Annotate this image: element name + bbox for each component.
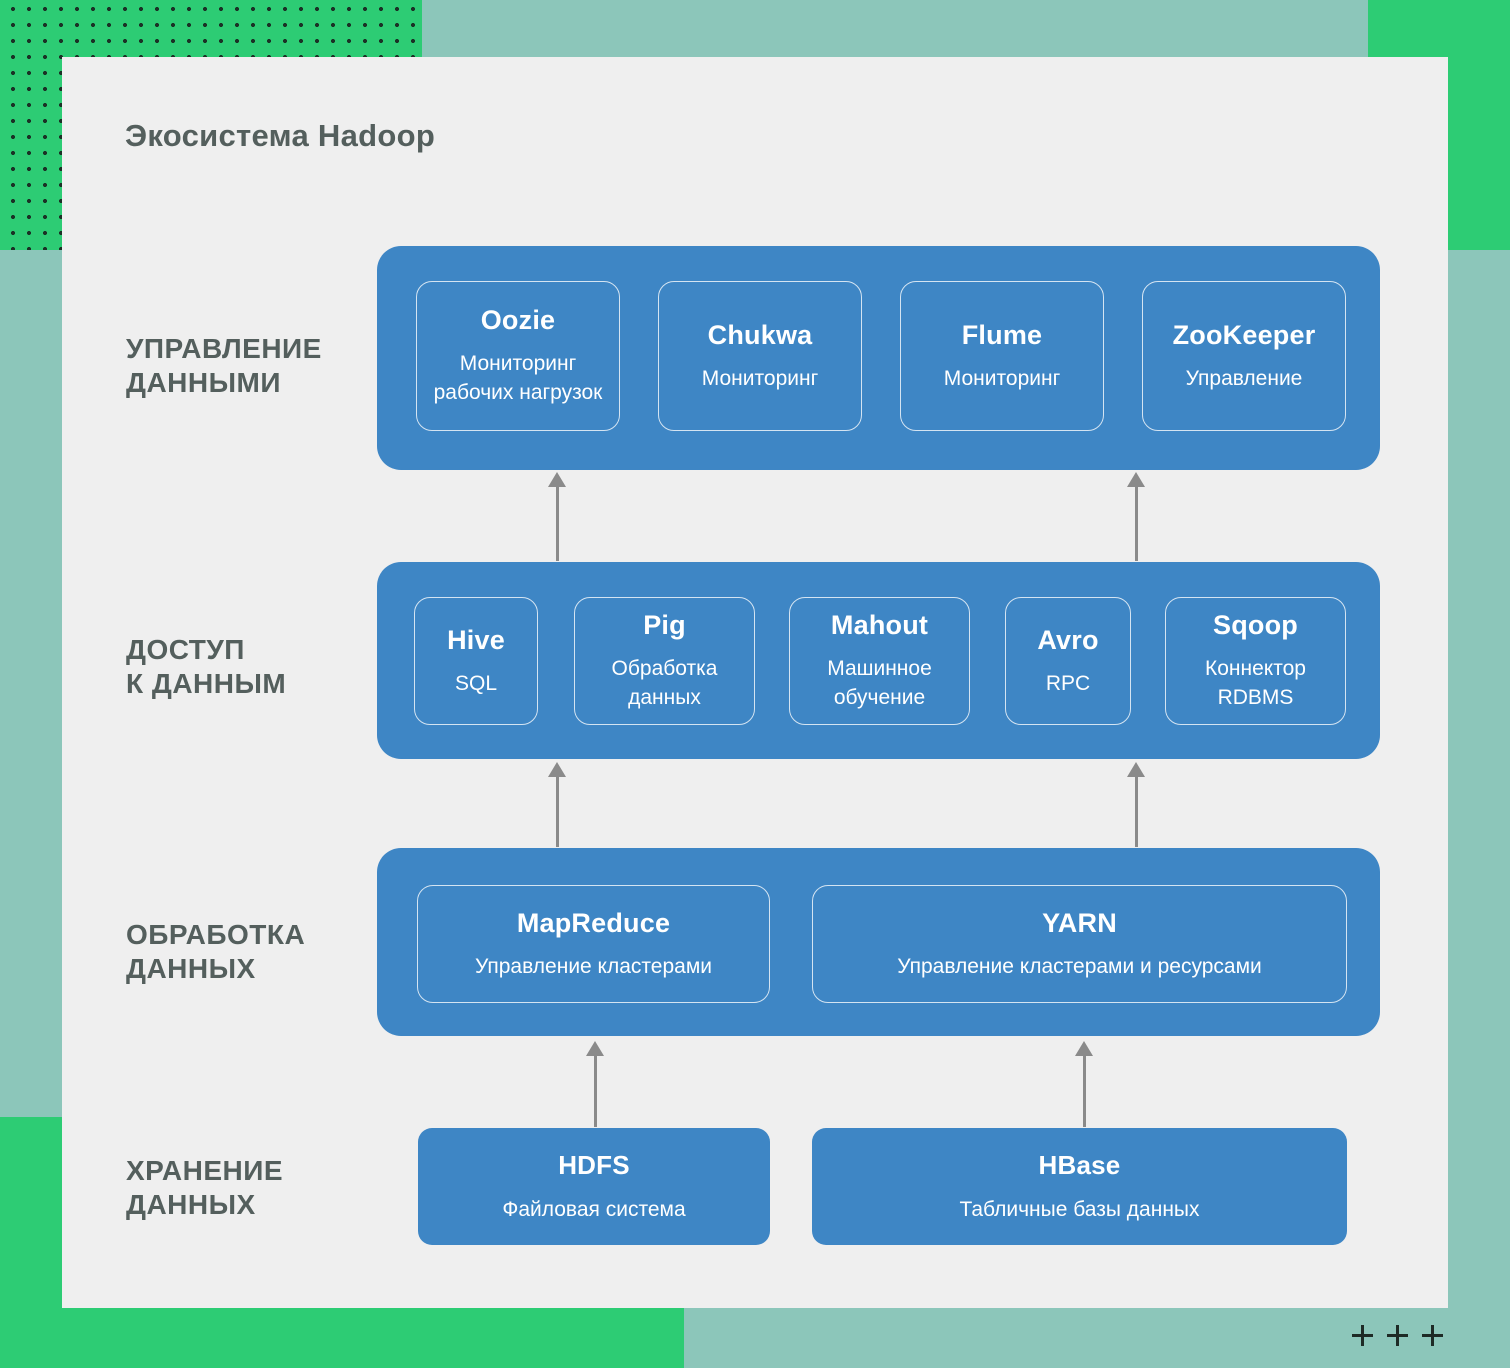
panel-data-access: Hive SQL Pig Обработка данных Mahout Маш…	[377, 562, 1380, 759]
component-name: ZooKeeper	[1172, 319, 1316, 350]
component-name: Mahout	[830, 610, 929, 640]
component-name: Hive	[447, 624, 505, 655]
component-name: Chukwa	[707, 319, 813, 350]
layer-label-data-processing: ОБРАБОТКА ДАННЫХ	[126, 919, 306, 984]
component-box-hdfs: HDFS Файловая система	[418, 1128, 770, 1245]
arrow-up-icon	[1074, 1041, 1094, 1127]
plus-marks-decoration	[1352, 1325, 1443, 1346]
layer-label-data-management: УПРАВЛЕНИЕ ДАННЫМИ	[126, 333, 322, 398]
layer-label-data-storage: ХРАНЕНИЕ ДАННЫХ	[126, 1155, 284, 1220]
component-name: Oozie	[480, 305, 556, 335]
arrow-up-icon	[585, 1041, 605, 1127]
component-description: RPC	[1045, 671, 1091, 695]
layer-label-data-access: ДОСТУП К ДАННЫМ	[126, 634, 287, 699]
page-title: Экосистема Hadoop	[125, 118, 436, 153]
component-description: Управление	[1185, 366, 1303, 390]
component-name: Avro	[1037, 624, 1099, 655]
component-description: Мониторинг	[701, 366, 819, 390]
plus-icon	[1352, 1325, 1373, 1346]
component-box-avro: Avro RPC	[1005, 597, 1131, 725]
component-description: Управление кластерами	[474, 954, 713, 978]
diagram-card: Экосистема Hadoop УПРАВЛЕНИЕ ДАННЫМИ ДОС…	[62, 57, 1448, 1308]
arrow-up-icon	[547, 472, 567, 561]
plus-icon	[1422, 1325, 1443, 1346]
panel-data-processing: MapReduce Управление кластерами YARN Упр…	[377, 848, 1380, 1036]
component-description: Табличные базы данных	[959, 1197, 1200, 1221]
component-description: Коннектор RDBMS	[1205, 657, 1306, 709]
component-box-pig: Pig Обработка данных	[574, 597, 755, 725]
arrow-up-icon	[1126, 762, 1146, 847]
component-box-hbase: HBase Табличные базы данных	[812, 1128, 1347, 1245]
component-name: YARN	[1042, 907, 1117, 938]
component-name: Pig	[643, 610, 686, 640]
component-box-sqoop: Sqoop Коннектор RDBMS	[1165, 597, 1346, 725]
component-description: Обработка данных	[611, 657, 718, 709]
component-box-mahout: Mahout Машинное обучение	[789, 597, 970, 725]
component-description: Мониторинг рабочих нагрузок	[433, 352, 603, 404]
component-box-chukwa: Chukwa Мониторинг	[658, 281, 862, 431]
component-box-oozie: Oozie Мониторинг рабочих нагрузок	[416, 281, 620, 431]
component-description: Управление кластерами и ресурсами	[897, 954, 1262, 978]
component-name: MapReduce	[516, 907, 671, 938]
arrow-up-icon	[547, 762, 567, 847]
component-name: Sqoop	[1213, 610, 1298, 640]
component-description: Файловая система	[502, 1197, 686, 1221]
component-box-mapreduce: MapReduce Управление кластерами	[417, 885, 770, 1003]
component-box-yarn: YARN Управление кластерами и ресурсами	[812, 885, 1347, 1003]
plus-icon	[1387, 1325, 1408, 1346]
component-description: Машинное обучение	[827, 657, 932, 709]
panel-data-management: Oozie Мониторинг рабочих нагрузок Chukwa…	[377, 246, 1380, 470]
component-name: HBase	[1038, 1149, 1121, 1180]
component-description: Мониторинг	[943, 366, 1061, 390]
arrow-up-icon	[1126, 472, 1146, 561]
component-box-flume: Flume Мониторинг	[900, 281, 1104, 431]
component-box-zookeeper: ZooKeeper Управление	[1142, 281, 1346, 431]
component-box-hive: Hive SQL	[414, 597, 538, 725]
component-name: HDFS	[558, 1149, 630, 1180]
component-name: Flume	[961, 319, 1043, 350]
component-description: SQL	[454, 671, 498, 695]
